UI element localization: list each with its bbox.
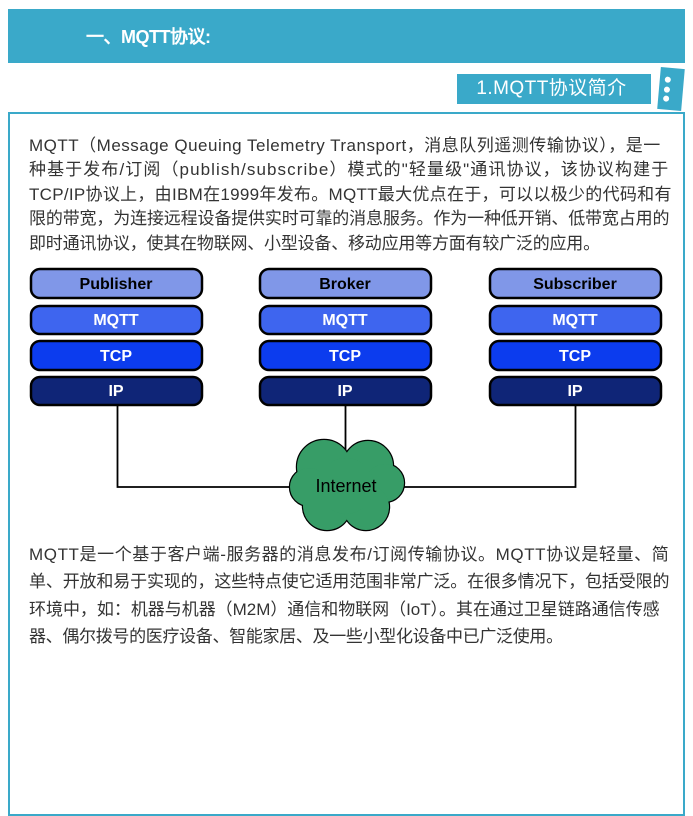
svg-text:TCP: TCP bbox=[559, 348, 591, 365]
svg-text:Publisher: Publisher bbox=[80, 276, 153, 293]
svg-text:MQTT: MQTT bbox=[552, 312, 598, 329]
svg-text:Broker: Broker bbox=[319, 276, 371, 293]
svg-text:MQTT: MQTT bbox=[322, 312, 368, 329]
svg-text:Internet: Internet bbox=[315, 476, 376, 496]
svg-text:IP: IP bbox=[337, 383, 352, 400]
svg-text:MQTT: MQTT bbox=[93, 312, 139, 329]
svg-text:Subscriber: Subscriber bbox=[533, 276, 617, 293]
svg-text:TCP: TCP bbox=[100, 348, 132, 365]
svg-text:TCP: TCP bbox=[329, 348, 361, 365]
svg-text:IP: IP bbox=[108, 383, 123, 400]
svg-text:IP: IP bbox=[567, 383, 582, 400]
